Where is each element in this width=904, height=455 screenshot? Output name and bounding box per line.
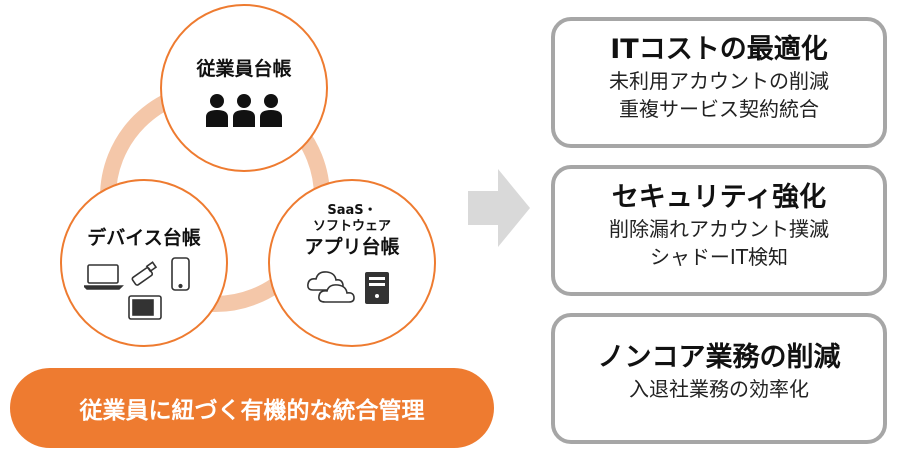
server-icon	[365, 272, 389, 305]
laptop-icon	[84, 263, 124, 290]
people-icon	[206, 93, 282, 127]
app-ledger-title: アプリ台帳	[304, 235, 400, 258]
security-enhancement-box: セキュリティ強化 削除漏れアカウント撲滅 シャドーIT検知	[551, 165, 887, 296]
box-line: 入退社業務の効率化	[629, 376, 809, 401]
device-icons	[84, 256, 190, 320]
smartphone-icon	[171, 256, 190, 291]
non-core-work-reduction-box: ノンコア業務の削減 入退社業務の効率化	[551, 313, 887, 444]
cloud-icon	[307, 271, 355, 304]
employee-ledger-title: 従業員台帳	[196, 58, 292, 80]
usb-stick-icon	[131, 260, 158, 286]
box-line: シャドーIT検知	[649, 245, 789, 270]
saas-app-ledger-circle: SaaS・ ソフトウェア アプリ台帳	[268, 179, 436, 347]
saas-label: SaaS・	[327, 203, 377, 218]
integrated-management-banner: 従業員に紐づく有機的な統合管理	[10, 368, 494, 448]
device-ledger-title: デバイス台帳	[87, 227, 201, 249]
box-title: セキュリティ強化	[611, 182, 827, 213]
right-arrow-icon	[468, 169, 530, 247]
device-ledger-circle: デバイス台帳	[60, 179, 228, 347]
cloud-server-icons	[307, 271, 389, 305]
employee-ledger-circle: 従業員台帳	[160, 4, 328, 172]
tablet-icon	[128, 294, 162, 320]
box-line: 未利用アカウントの削減	[609, 68, 829, 93]
box-line: 削除漏れアカウント撲滅	[609, 216, 829, 241]
box-line: 重複サービス契約統合	[619, 97, 819, 122]
box-title: ノンコア業務の削減	[597, 342, 841, 373]
software-label: ソフトウェア	[312, 219, 391, 235]
box-title: ITコストの最適化	[610, 34, 828, 65]
it-cost-optimization-box: ITコストの最適化 未利用アカウントの削減 重複サービス契約統合	[551, 17, 887, 148]
